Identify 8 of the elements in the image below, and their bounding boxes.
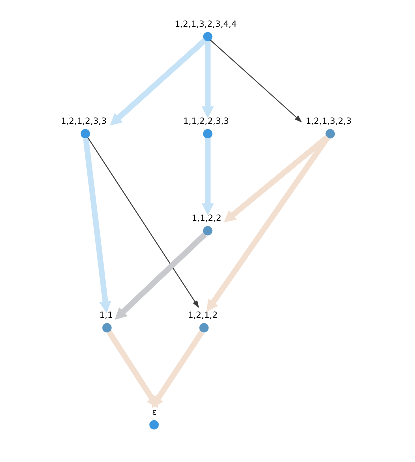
node-label: 1,1 xyxy=(99,310,113,320)
node-label: 1,2,1,3,2,3 xyxy=(305,116,352,126)
node-label: 1,2,1,2 xyxy=(188,310,218,320)
node-label: 1,1,2,2 xyxy=(191,212,222,223)
node-label: ε xyxy=(152,406,157,417)
node-label: 1,1,2,2,3,3 xyxy=(183,116,229,126)
node-label: 1,2,1,3,2,3,4,4 xyxy=(174,18,236,29)
node-label: 1,2,1,2,3,3 xyxy=(60,116,106,126)
